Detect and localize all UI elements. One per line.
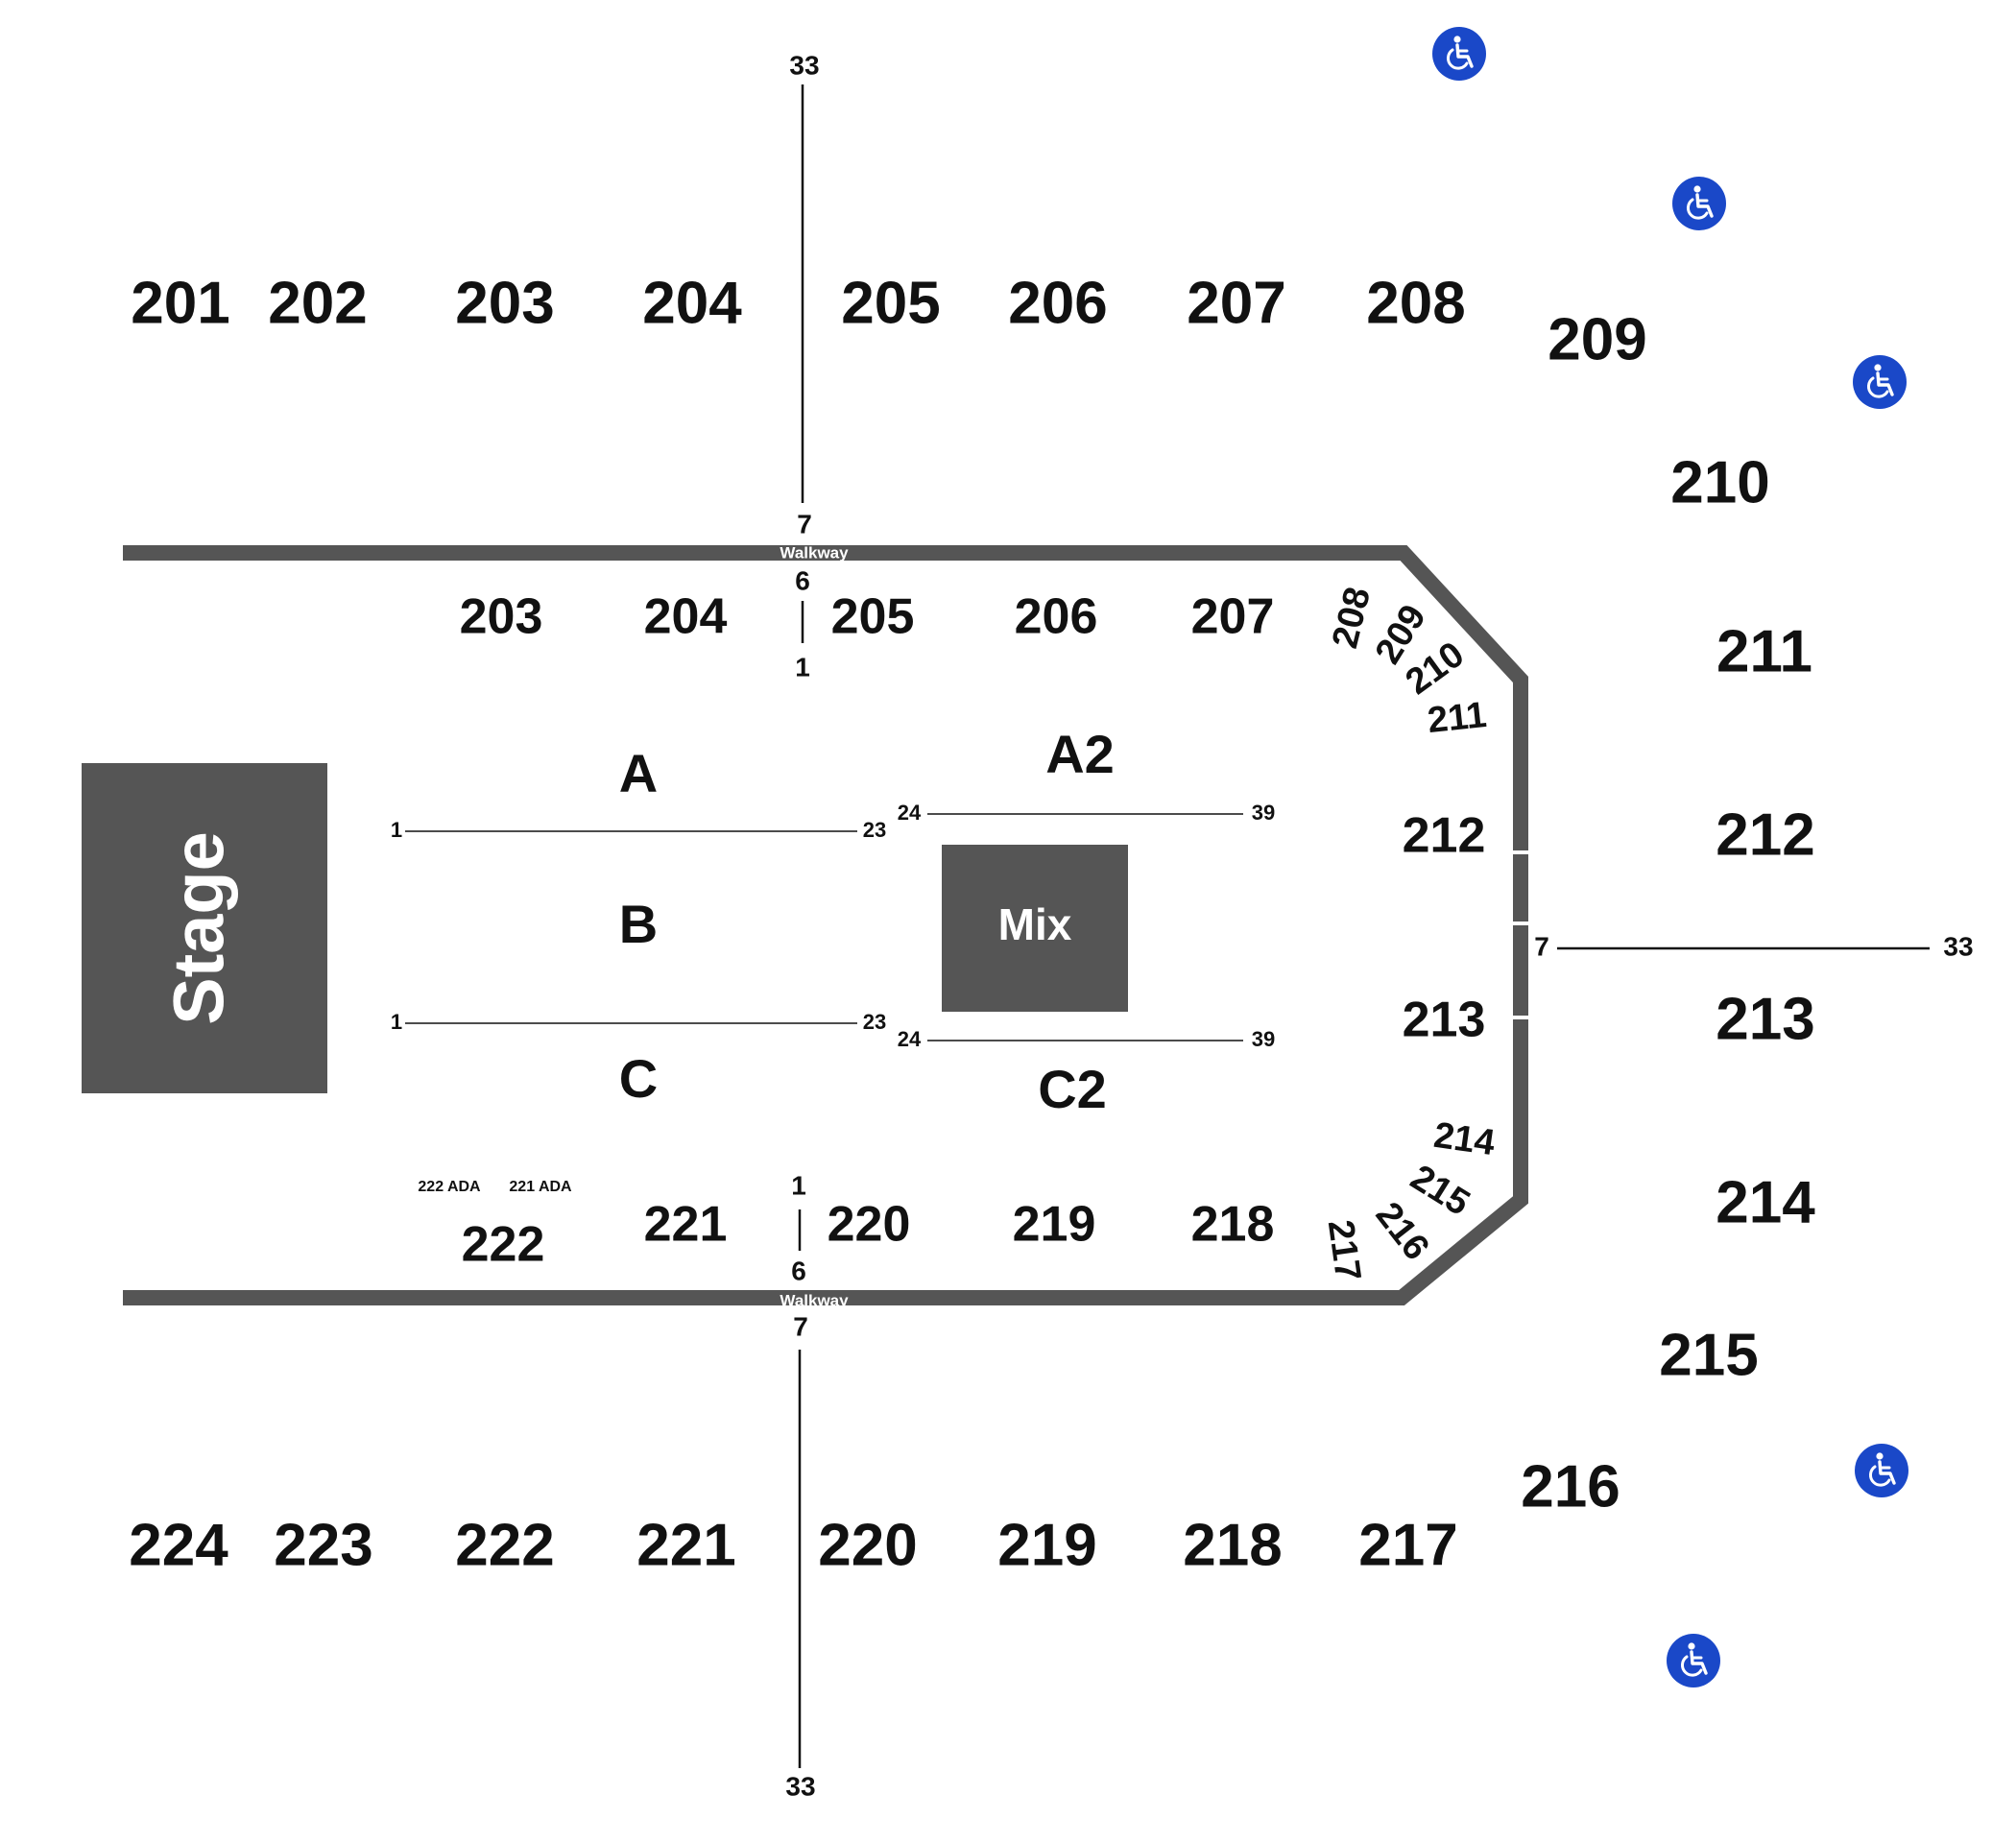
wheelchair-accessible-icon (1851, 353, 1908, 411)
section-206[interactable]: 206 (1008, 270, 1107, 336)
section-219-lower[interactable]: 219 (1013, 1197, 1096, 1253)
section-205-lower[interactable]: 205 (831, 589, 915, 645)
floor-row-a2-end: 39 (1252, 801, 1275, 825)
upper-sections-top: 201 202 203 204 205 206 207 208 209 (131, 270, 1646, 372)
row-marker-right-7: 7 (1534, 931, 1549, 961)
floor-section-a[interactable]: A (619, 743, 658, 803)
row-marker-top-33: 33 (789, 50, 819, 80)
floor-section-c[interactable]: C (619, 1048, 658, 1109)
floor-row-c2-start: 24 (898, 1027, 922, 1051)
floor-row-c-start: 1 (391, 1010, 402, 1034)
row-marker-top-7: 7 (797, 509, 812, 539)
section-208[interactable]: 208 (1366, 270, 1465, 336)
section-213-lower[interactable]: 213 (1403, 993, 1486, 1048)
floor-row-c2-end: 39 (1252, 1027, 1275, 1051)
floor-section-b[interactable]: B (619, 894, 658, 954)
stage-label: Stage (159, 831, 239, 1025)
section-220-lower[interactable]: 220 (828, 1197, 911, 1253)
section-221-lower[interactable]: 221 (644, 1197, 728, 1253)
section-206-lower[interactable]: 206 (1015, 589, 1098, 645)
section-205[interactable]: 205 (841, 270, 940, 336)
section-208-lower[interactable]: 208 (1325, 584, 1379, 653)
section-217-upper[interactable]: 217 (1358, 1512, 1457, 1578)
row-markers: 33 7 6 1 1 6 7 33 7 33 1 23 24 39 1 23 2… (391, 50, 1974, 1801)
upper-sections-bottom: 224 223 222 221 220 219 218 217 (129, 1512, 1457, 1578)
section-201[interactable]: 201 (131, 270, 229, 336)
section-215[interactable]: 215 (1659, 1322, 1758, 1388)
lower-sections-top: 203 204 205 206 207 (460, 589, 1275, 645)
top-wall (123, 545, 1528, 850)
accessibility-icons (1430, 25, 1910, 1689)
section-222-upper[interactable]: 222 (455, 1512, 554, 1578)
section-212[interactable]: 212 (1716, 802, 1814, 868)
floor-row-c-end: 23 (863, 1010, 886, 1034)
section-204-lower[interactable]: 204 (644, 589, 728, 645)
row-marker-bottom-7: 7 (793, 1311, 808, 1341)
section-222-lower[interactable]: 222 (462, 1217, 545, 1273)
section-210[interactable]: 210 (1670, 449, 1769, 515)
floor-sections: A B C A2 C2 (619, 724, 1115, 1119)
section-218-lower[interactable]: 218 (1191, 1197, 1275, 1253)
wheelchair-accessible-icon (1665, 1632, 1722, 1689)
section-207-lower[interactable]: 207 (1191, 589, 1275, 645)
wheelchair-accessible-icon (1670, 175, 1728, 232)
section-218-upper[interactable]: 218 (1183, 1512, 1282, 1578)
section-214-lower[interactable]: 214 (1431, 1115, 1498, 1163)
row-marker-bottom-33: 33 (785, 1771, 815, 1801)
section-221-upper[interactable]: 221 (636, 1512, 735, 1578)
section-223[interactable]: 223 (274, 1512, 372, 1578)
walkway-bottom-label: Walkway (780, 1291, 849, 1309)
section-207[interactable]: 207 (1187, 270, 1285, 336)
row-marker-top-1: 1 (795, 652, 810, 682)
section-203[interactable]: 203 (455, 270, 554, 336)
section-202[interactable]: 202 (268, 270, 367, 336)
floor-section-a2[interactable]: A2 (1045, 724, 1115, 784)
bottom-wall (123, 1019, 1528, 1305)
section-217-lower[interactable]: 217 (1320, 1217, 1368, 1283)
row-marker-top-6: 6 (795, 565, 810, 595)
wheelchair-accessible-icon (1853, 1442, 1910, 1499)
floor-section-c2[interactable]: C2 (1038, 1059, 1107, 1119)
lower-sections-right: 212 213 (1403, 808, 1486, 1048)
upper-sections-right: 210 211 212 213 214 215 216 (1521, 449, 1815, 1520)
row-marker-right-33: 33 (1943, 931, 1973, 961)
section-213[interactable]: 213 (1716, 986, 1814, 1052)
section-214[interactable]: 214 (1716, 1169, 1815, 1235)
section-216-lower[interactable]: 216 (1367, 1195, 1436, 1268)
section-211-lower[interactable]: 211 (1426, 695, 1488, 741)
ada-label-222: 222 ADA (418, 1179, 481, 1195)
section-204[interactable]: 204 (642, 270, 742, 336)
section-209[interactable]: 209 (1548, 306, 1646, 372)
mix-label: Mix (998, 899, 1072, 949)
section-211[interactable]: 211 (1716, 618, 1812, 684)
wheelchair-accessible-icon (1430, 25, 1488, 83)
stage-block[interactable] (82, 763, 327, 1093)
mix-position-block (942, 845, 1128, 1012)
section-212-lower[interactable]: 212 (1403, 808, 1486, 864)
lower-sections-bottom: 222 221 220 219 218 (462, 1197, 1275, 1273)
section-216[interactable]: 216 (1521, 1453, 1620, 1520)
floor-row-a-end: 23 (863, 818, 886, 842)
walkway-top-label: Walkway (780, 543, 849, 562)
section-220-upper[interactable]: 220 (818, 1512, 917, 1578)
floor-row-a-start: 1 (391, 818, 402, 842)
section-203-lower[interactable]: 203 (460, 589, 543, 645)
floor-row-a2-start: 24 (898, 801, 922, 825)
section-219-upper[interactable]: 219 (997, 1512, 1096, 1578)
walkway-outline (123, 545, 1528, 1305)
ada-label-221: 221 ADA (509, 1179, 572, 1195)
section-224[interactable]: 224 (129, 1512, 228, 1578)
aisle-lines (405, 84, 1930, 1768)
lower-sections-bottom-corner: 214 215 216 217 (1320, 1115, 1498, 1283)
row-marker-bottom-1: 1 (791, 1170, 806, 1200)
row-marker-bottom-6: 6 (791, 1256, 806, 1285)
